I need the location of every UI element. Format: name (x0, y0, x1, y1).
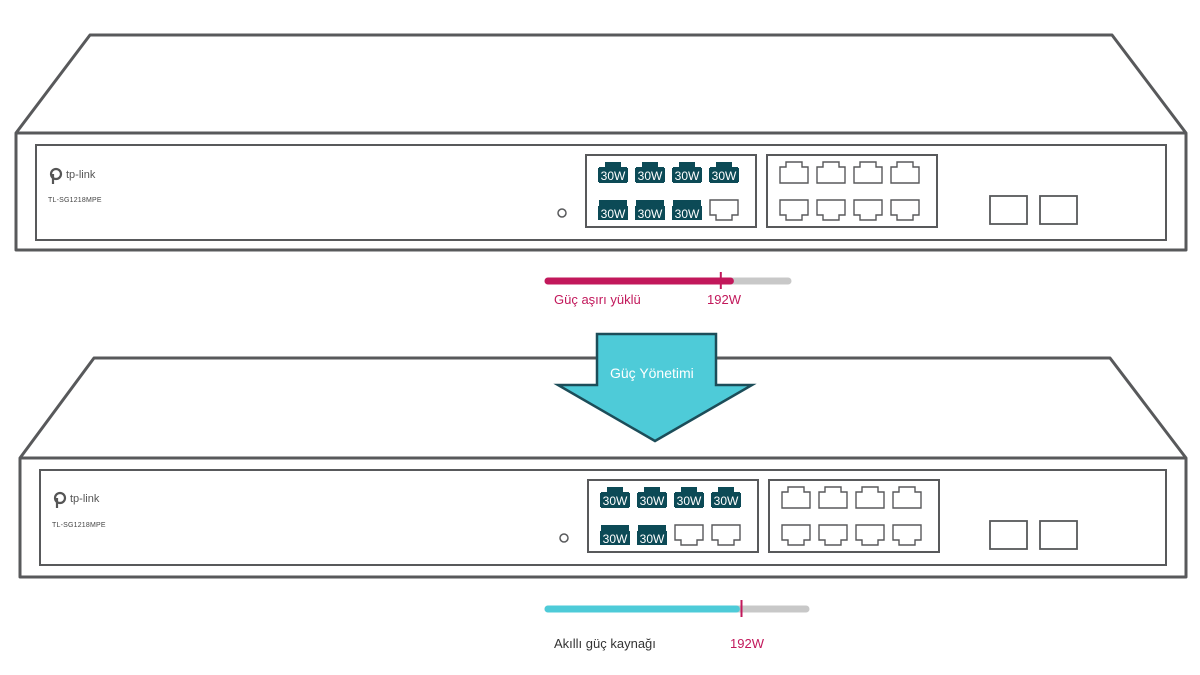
poe-port-label-bg (674, 493, 704, 507)
poe-port-label-bg (637, 493, 667, 507)
poe-port-wattage: 30W (677, 494, 702, 508)
poe-port-wattage: 30W (603, 494, 628, 508)
poe-port-wattage: 30W (603, 532, 628, 546)
poe-port-label-bg (600, 493, 630, 507)
overload-status-label: Güç aşırı yüklü (554, 292, 641, 307)
ethernet-port (816, 161, 846, 184)
tp-link-logo-icon (49, 167, 63, 181)
ethernet-port (816, 199, 846, 221)
ethernet-port (779, 161, 809, 184)
ethernet-port (853, 199, 883, 221)
poe-port-wattage: 30W (638, 169, 663, 183)
poe-port-wattage: 30W (601, 207, 626, 221)
ethernet-port (855, 524, 885, 546)
switch-1: 30W 30W 30W 30W 30W 30W 30W (14, 33, 1188, 289)
ethernet-port (890, 199, 920, 221)
poe-port-label-bg (635, 168, 665, 182)
sfp-slot (989, 195, 1028, 225)
limit-label-bottom: 192W (730, 636, 764, 651)
poe-port-label-bg (672, 168, 702, 182)
poe-port-wattage: 30W (714, 494, 739, 508)
limit-label-top: 192W (707, 292, 741, 307)
sfp-slot (1039, 195, 1078, 225)
poe-port-label-bg (672, 206, 702, 220)
model-label-top: TL-SG1218MPE (48, 197, 102, 204)
poe-port-idle (711, 524, 741, 546)
brand-text-top: tp-link (66, 169, 96, 181)
ethernet-port (818, 486, 848, 509)
power-management-arrow (553, 332, 757, 443)
switch-2: 30W 30W 30W 30W 30W 30W (18, 356, 1188, 617)
poe-port-wattage: 30W (601, 169, 626, 183)
front-panel (35, 144, 1167, 241)
poe-port-wattage: 30W (712, 169, 737, 183)
poe-port-wattage: 30W (675, 169, 700, 183)
poe-port-idle (709, 199, 739, 221)
poe-port-label-bg (600, 531, 630, 545)
poe-port-label-bg (711, 493, 741, 507)
brand-text-bottom: tp-link (70, 493, 100, 505)
poe-port-label-bg (709, 168, 739, 182)
poe-port-label-bg (637, 531, 667, 545)
tp-link-logo-icon (53, 491, 67, 505)
ethernet-port (781, 524, 811, 546)
ethernet-port (892, 486, 922, 509)
ethernet-port (853, 161, 883, 184)
poe-port-wattage: 30W (638, 207, 663, 221)
power-management-arrow-label: Güç Yönetimi (610, 365, 694, 381)
ethernet-port (890, 161, 920, 184)
sfp-slot (989, 520, 1028, 550)
model-label-bottom: TL-SG1218MPE (52, 522, 106, 529)
poe-port-label-bg (635, 206, 665, 220)
power-led (559, 533, 569, 543)
ethernet-port (781, 486, 811, 509)
ethernet-port (855, 486, 885, 509)
ethernet-port (818, 524, 848, 546)
poe-port-wattage: 30W (640, 494, 665, 508)
ethernet-port (892, 524, 922, 546)
ethernet-port (779, 199, 809, 221)
smart-power-status-label: Akıllı güç kaynağı (554, 636, 656, 651)
poe-port-idle (674, 524, 704, 546)
poe-port-wattage: 30W (675, 207, 700, 221)
sfp-slot (1039, 520, 1078, 550)
front-panel (39, 469, 1167, 566)
poe-port-label-bg (598, 168, 628, 182)
poe-port-wattage: 30W (640, 532, 665, 546)
power-led (557, 208, 567, 218)
poe-port-label-bg (598, 206, 628, 220)
